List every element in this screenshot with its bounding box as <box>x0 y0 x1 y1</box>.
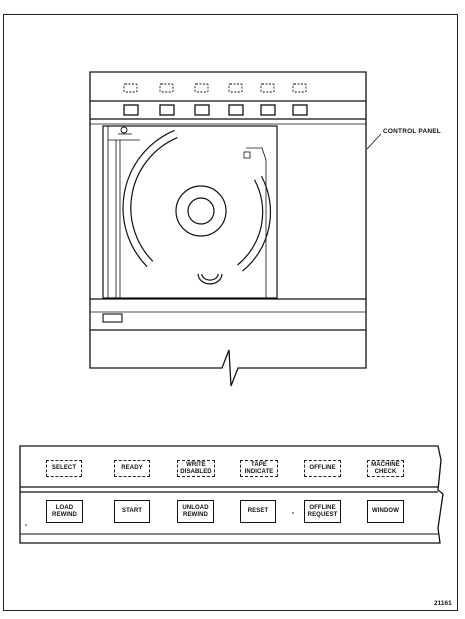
load-rewind-button[interactable]: LOAD REWIND <box>46 500 83 523</box>
machine-check-indicator-label: MACHINE CHECK <box>371 462 400 475</box>
start-button[interactable]: START <box>114 500 150 523</box>
ready-indicator-label: READY <box>121 465 143 472</box>
window-button-label: WINDOW <box>372 508 399 515</box>
top-button-row <box>123 104 308 116</box>
start-button-label: START <box>121 508 143 515</box>
select-indicator: SELECT <box>46 460 82 477</box>
window-button[interactable]: WINDOW <box>367 500 404 523</box>
select-indicator-label: SELECT <box>51 465 77 472</box>
unload-rewind-button[interactable]: UNLOAD REWIND <box>177 500 214 523</box>
offline-indicator: OFFLINE <box>304 460 341 477</box>
tape-indicate-indicator-label: TAPE INDICATE <box>244 462 274 475</box>
figure-number: 21161 <box>434 600 452 607</box>
offline-request-button[interactable]: OFFLINE REQUEST <box>304 500 341 523</box>
tape-indicate-indicator: TAPE INDICATE <box>240 460 278 477</box>
offline-indicator-label: OFFLINE <box>309 465 336 472</box>
control-panel-callout: CONTROL PANEL <box>383 128 441 135</box>
write-disabled-indicator: WRITE DISABLED <box>177 460 215 477</box>
enlarged-panel-outline <box>19 445 444 544</box>
write-disabled-indicator-label: WRITE DISABLED <box>180 462 212 475</box>
reset-button-label: RESET <box>247 508 269 515</box>
callout-leader <box>366 133 382 150</box>
cabinet-outline <box>89 71 367 387</box>
load-rewind-button-label: LOAD REWIND <box>52 505 77 518</box>
offline-request-button-label: OFFLINE REQUEST <box>307 505 338 518</box>
top-indicator-lamps <box>123 83 307 93</box>
tape-window <box>102 125 278 299</box>
unload-rewind-button-label: UNLOAD REWIND <box>182 505 209 518</box>
ready-indicator: READY <box>114 460 150 477</box>
machine-check-indicator: MACHINE CHECK <box>367 460 404 477</box>
page-frame <box>3 14 458 611</box>
reset-button[interactable]: RESET <box>240 500 276 523</box>
